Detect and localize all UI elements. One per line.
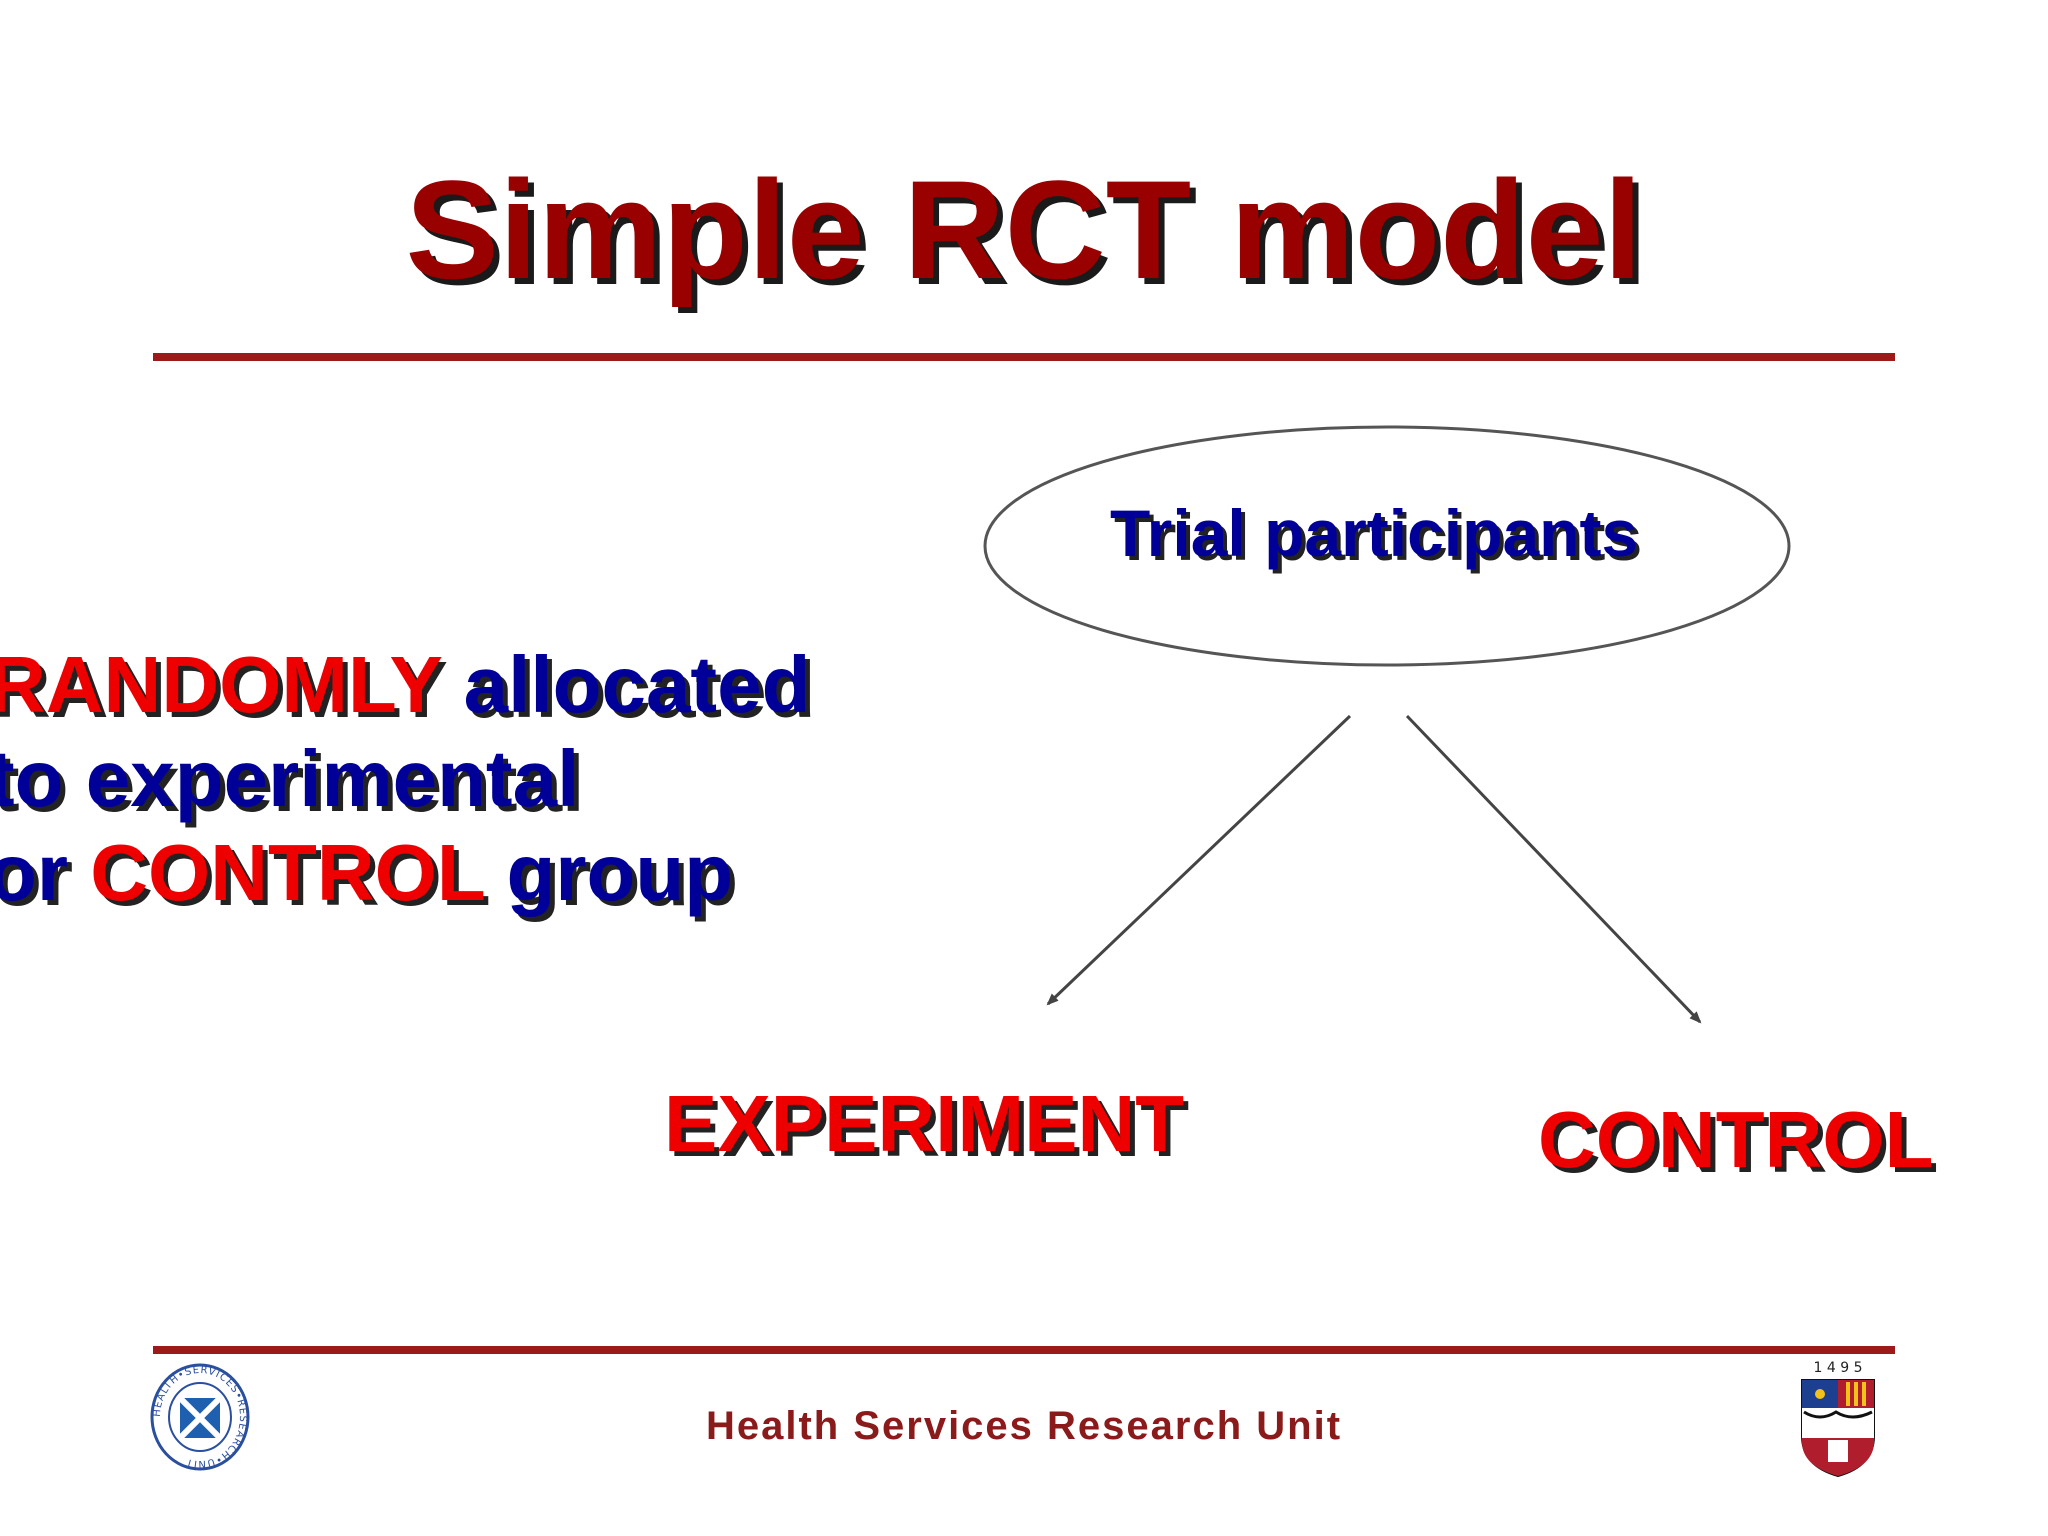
top-divider [153,353,1895,361]
randomly-word: RANDOMLY [0,640,442,729]
allocated-text: allocated [441,640,811,729]
experiment-label: EXPERIMENT [664,1079,1185,1168]
crest-year: 1 4 9 5 [1814,1360,1863,1376]
slide-title: Simple RCT model [405,151,1643,308]
allocation-description: RANDOMLY allocated to experimental or CO… [0,638,810,920]
hsru-logo-icon: HEALTH•SERVICES•RESEARCH•UNIT [150,1363,250,1471]
description-line-1: RANDOMLY allocated [0,638,810,732]
trial-participants-label: Trial participants [1110,496,1639,570]
arrow-to-experiment [1046,714,1352,1006]
university-crest-icon: 1 4 9 5 [1801,1360,1875,1478]
control-label: CONTROL [1538,1095,1934,1184]
or-text: or [0,828,68,917]
arrow-to-control [1405,714,1702,1024]
participants-ellipse [983,425,1791,667]
group-text: group [484,828,734,917]
description-line-2: to experimental [0,734,580,823]
footer-unit-name: Health Services Research Unit [705,1404,1343,1448]
description-line-3: or CONTROL group [0,826,810,920]
control-word: CONTROL [90,828,485,917]
bottom-divider [153,1346,1895,1354]
